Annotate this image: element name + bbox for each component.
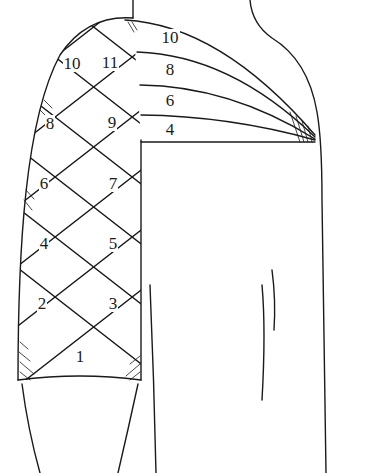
chest-line <box>262 285 264 400</box>
bandage-turn <box>141 141 315 142</box>
callout-number: 10 <box>63 55 82 72</box>
callout-number: 2 <box>37 295 48 312</box>
body-contour <box>250 0 326 473</box>
callout-number: 4 <box>165 121 176 138</box>
callout-number: 11 <box>101 54 119 71</box>
callout-number: 6 <box>39 175 50 192</box>
callout-number: 8 <box>165 61 176 78</box>
bandage-edge <box>18 376 141 380</box>
callout-number: 7 <box>108 175 119 192</box>
bandage-turn <box>140 85 315 139</box>
callout-number: 1 <box>75 348 86 365</box>
callout-number: 6 <box>165 92 176 109</box>
bandage-turn <box>125 20 315 135</box>
arm-inner-edge <box>140 140 141 380</box>
callout-number: 8 <box>45 115 56 132</box>
callout-number: 5 <box>108 235 119 252</box>
bandage-turns <box>0 0 150 400</box>
neck-line <box>132 0 133 18</box>
torso-contour <box>150 285 156 473</box>
arm-outline <box>22 384 40 473</box>
callout-number: 3 <box>108 295 119 312</box>
callout-number: 9 <box>107 114 118 131</box>
callout-number: 10 <box>161 29 180 46</box>
bandage-turn <box>141 115 315 140</box>
chest-line <box>272 270 275 330</box>
arm-outline <box>118 384 138 473</box>
shading <box>19 22 312 380</box>
callout-number: 4 <box>39 235 50 252</box>
